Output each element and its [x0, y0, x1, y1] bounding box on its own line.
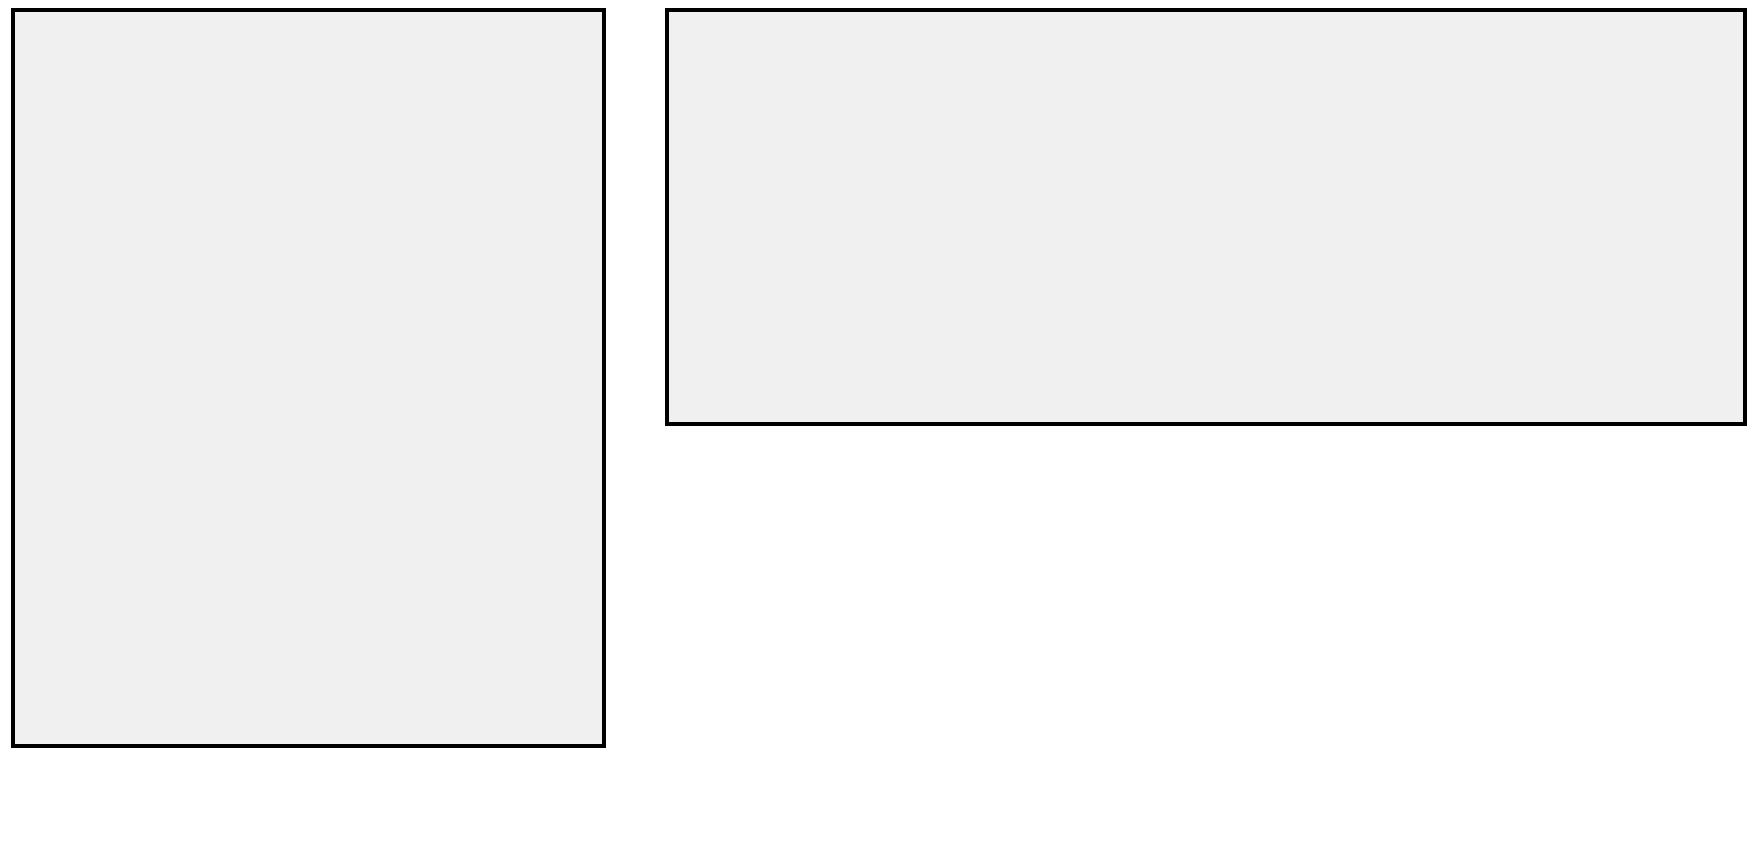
right-panel: [665, 8, 1747, 426]
left-panel: [11, 8, 606, 748]
